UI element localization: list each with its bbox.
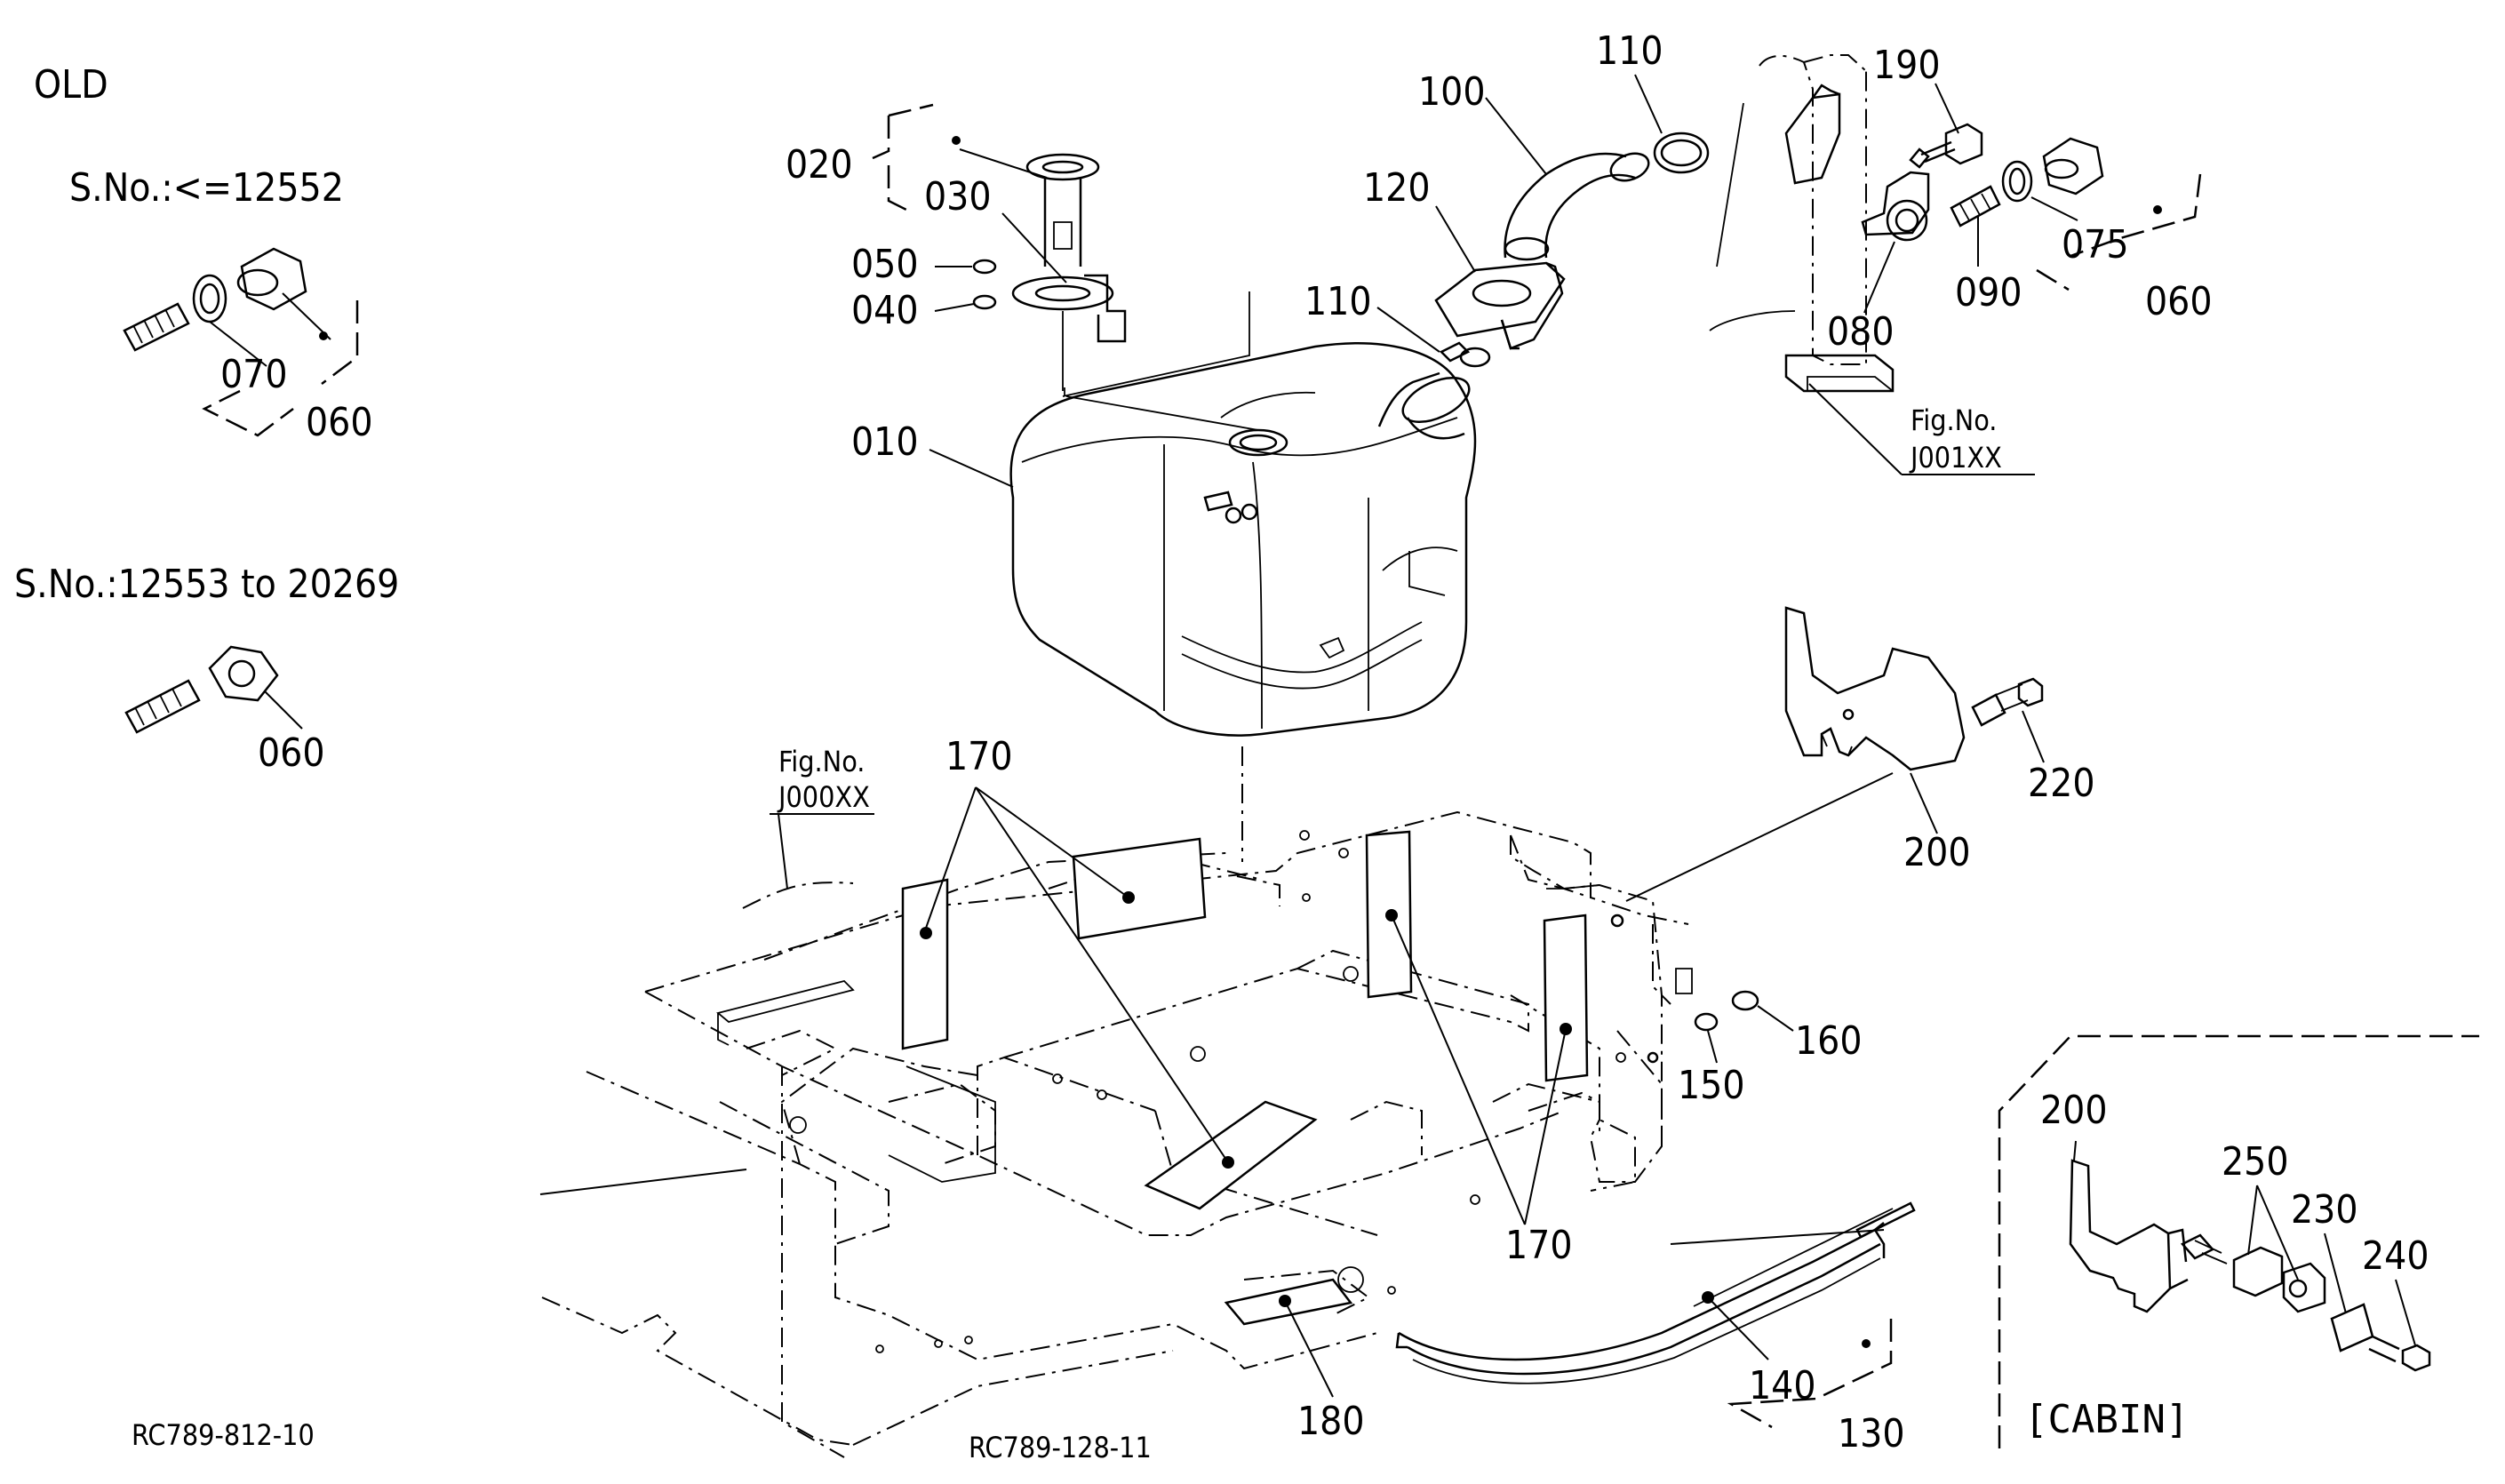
- part-label-120: 120: [1363, 165, 1431, 211]
- bracket-020: [872, 103, 934, 215]
- fig-ref-j001-code: J001XX: [1909, 441, 2002, 475]
- cabin-label: [CABIN]: [2024, 1397, 2189, 1442]
- part-label-075: 075: [2062, 222, 2129, 267]
- fig-ref-j001-leader: [1808, 383, 2035, 475]
- leader-120: [1435, 205, 1476, 273]
- leader-040-050: [934, 266, 975, 312]
- leader-220: [2022, 710, 2045, 763]
- part-label-100: 100: [1418, 69, 1486, 115]
- cabin-part-label-230: 230: [2291, 1187, 2358, 1233]
- fig-ref-j000-code: J000XX: [777, 780, 870, 814]
- part-label-110-low: 110: [1304, 279, 1372, 324]
- fig-ref-j000-hose: [742, 882, 854, 909]
- part-label-110-top: 110: [1596, 28, 1663, 74]
- frame-rail-line: [539, 1169, 747, 1195]
- base-frame: [541, 810, 1689, 1458]
- leader-150: [1707, 1030, 1718, 1064]
- mid-cap-assembly: [124, 645, 303, 734]
- leader-110-low: [1376, 307, 1440, 353]
- side-panel: [1784, 606, 2044, 771]
- leader-140: [1707, 1297, 1769, 1360]
- ref-code-main: RC789-128-11: [969, 1431, 1152, 1464]
- ref-code-left: RC789-812-10: [132, 1418, 315, 1452]
- fig-ref-j001-title: Fig.No.: [1911, 403, 1997, 437]
- leader-100: [1485, 97, 1547, 175]
- cabin-part-label-250: 250: [2222, 1139, 2289, 1185]
- washer-040: [972, 294, 997, 310]
- left-box-section: [888, 1065, 996, 1183]
- fuel-tank: [1009, 342, 1477, 737]
- cab-post-bracket: [1709, 54, 2162, 393]
- cabin-leader-230: [2324, 1233, 2347, 1314]
- filler-pipe-assembly: [1434, 132, 1710, 368]
- washer-150: [1694, 1012, 1719, 1032]
- cabin-part-label-200: 200: [2040, 1088, 2108, 1133]
- part-label-170-top: 170: [945, 734, 1013, 779]
- bracket-060: [2036, 173, 2202, 291]
- part-label-130: 130: [1838, 1411, 1905, 1456]
- sender-guide: [1065, 395, 1259, 431]
- leader-200: [1910, 772, 1938, 834]
- cabin-leader-200: [2073, 1140, 2077, 1161]
- part-label-040: 040: [851, 288, 919, 333]
- nut-160: [1731, 990, 1759, 1011]
- part-label-060-main: 060: [2145, 279, 2213, 324]
- part-label-060-old: 060: [306, 400, 373, 445]
- leader-180: [1284, 1300, 1334, 1398]
- cabin-leader-250: [2247, 1185, 2299, 1281]
- part-label-200: 200: [1903, 830, 1971, 875]
- fig-ref-j000-leader: [770, 813, 874, 890]
- strap-guide: [1670, 1229, 1885, 1245]
- old-label: OLD: [34, 62, 108, 108]
- filler-guide: [1716, 102, 1744, 267]
- leader-010: [929, 449, 1014, 488]
- part-label-020: 020: [786, 142, 853, 187]
- part-label-050: 050: [851, 242, 919, 287]
- part-label-220: 220: [2028, 761, 2095, 806]
- leader-075: [2030, 196, 2078, 221]
- part-label-170-bottom: 170: [1505, 1223, 1573, 1268]
- fuel-gauge-sender: [952, 136, 1127, 343]
- leader-170-bottom: [1391, 914, 1567, 1225]
- part-label-030: 030: [924, 174, 992, 219]
- insulation-sheets: [901, 830, 1589, 1210]
- leader-080: [1863, 241, 1895, 314]
- cabin-leader-240: [2395, 1279, 2416, 1346]
- leader-110-top: [1634, 74, 1663, 134]
- leader-190: [1935, 83, 1959, 134]
- part-label-060-mid: 060: [258, 730, 325, 776]
- serial-mid-range: S.No.:12553 to 20269: [14, 562, 399, 607]
- part-label-160: 160: [1795, 1018, 1863, 1064]
- part-label-190: 190: [1873, 43, 1941, 88]
- sender-outline: [1062, 291, 1250, 397]
- panel-guide: [1625, 772, 1894, 902]
- part-label-150: 150: [1678, 1063, 1745, 1108]
- leader-170-top: [923, 786, 1229, 1163]
- part-label-070: 070: [220, 352, 288, 397]
- side-mount-bracket: [1510, 835, 1693, 1183]
- part-label-010: 010: [851, 419, 919, 465]
- leader-030: [1001, 212, 1067, 283]
- old-cap-assembly: [123, 247, 359, 437]
- tank-strap: [1395, 1201, 1916, 1384]
- part-label-180: 180: [1297, 1399, 1365, 1444]
- fig-ref-j000-title: Fig.No.: [778, 745, 865, 778]
- part-label-090: 090: [1955, 270, 2022, 315]
- serial-old-range: S.No.:<=12552: [69, 165, 344, 211]
- leader-160: [1757, 1005, 1794, 1032]
- cabin-part-label-240: 240: [2362, 1233, 2429, 1279]
- cabin-inset: [1998, 1034, 2479, 1448]
- old-variants-panel: OLD S.No.:<=12552 070 060 S.No.:12553 to…: [14, 62, 399, 1452]
- bracket-130: [1727, 1319, 1893, 1429]
- left-frame-member: [716, 980, 855, 1046]
- nut-050: [972, 259, 997, 275]
- part-label-080: 080: [1827, 309, 1895, 355]
